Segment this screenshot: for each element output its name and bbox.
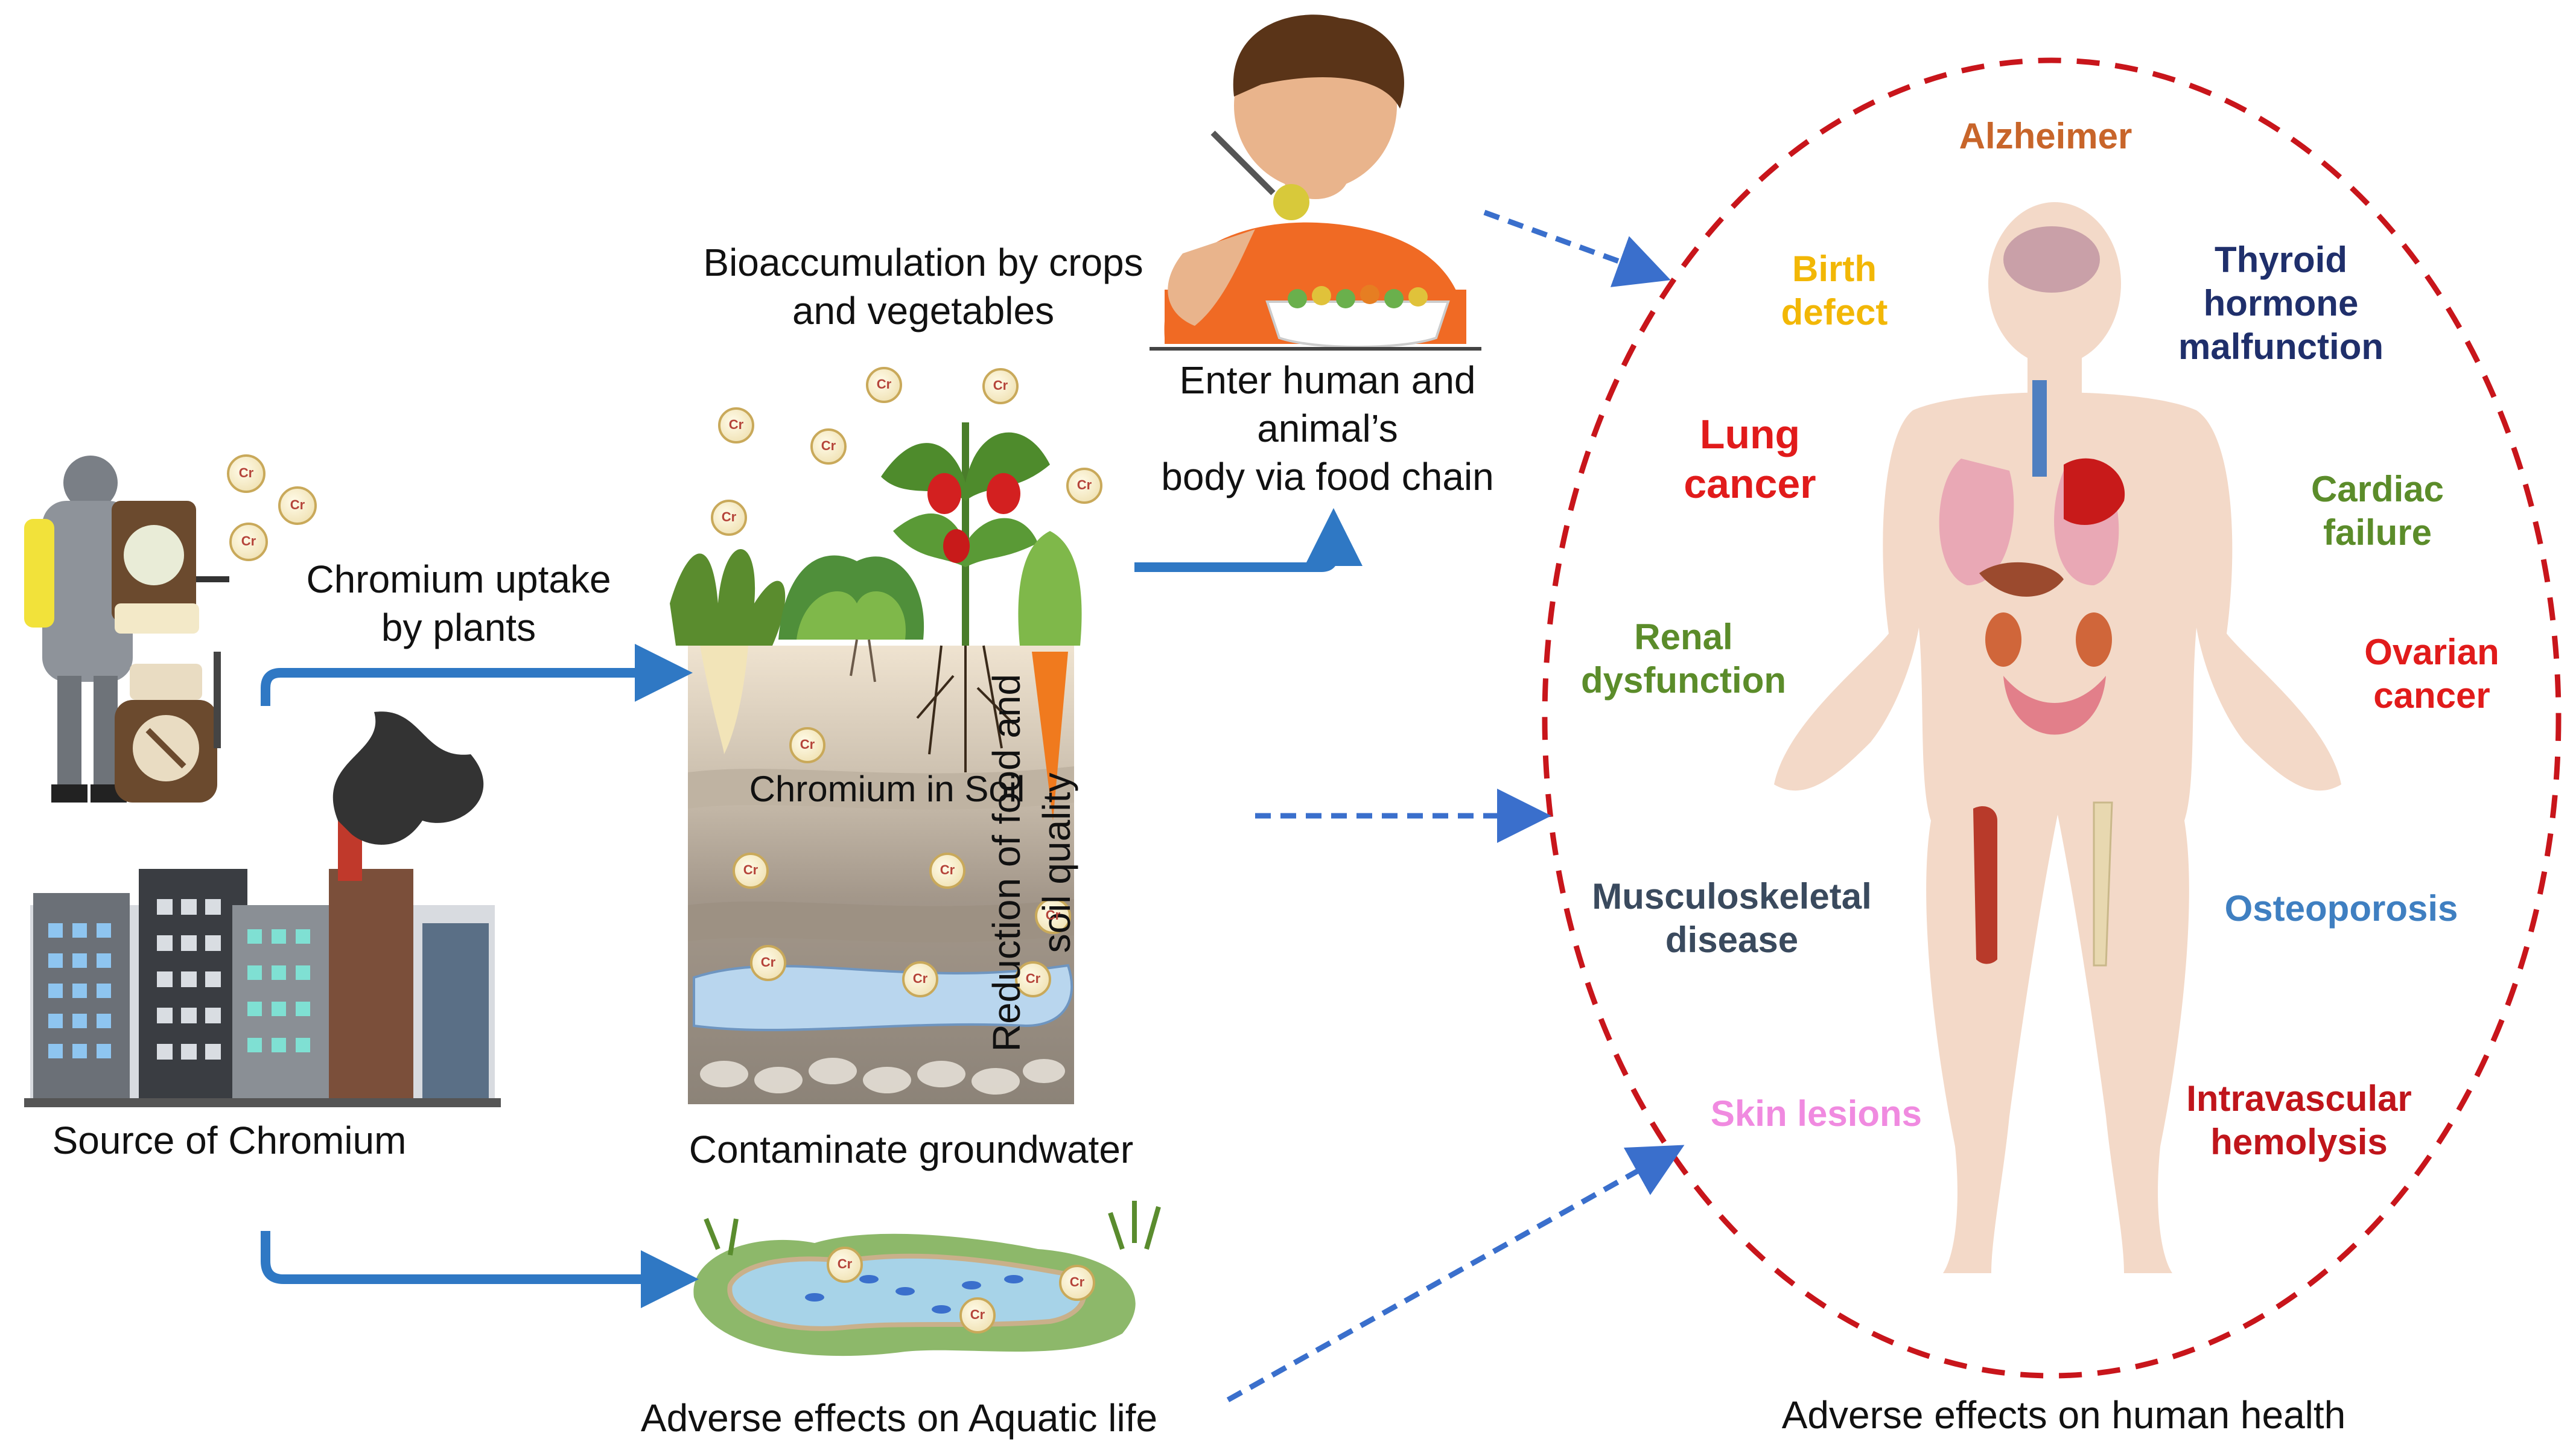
label-enter-body-line2: animal’s (1257, 407, 1398, 450)
disease-ovarian-line-1: Ovarian (2364, 632, 2499, 672)
cr-symbol-9: Cr (721, 509, 737, 524)
cr-symbol-12: Cr (940, 862, 955, 877)
label-reduction-quality: Reduction of food and soil quality (982, 628, 1082, 1098)
disease-cardiac-line-1: Cardiac (2310, 469, 2444, 509)
disease-thyroid-line-2: hormone (2203, 283, 2359, 323)
disease-lung-cancer-line-1: Lung (1699, 412, 1801, 457)
disease-musculoskeletal-line-1: Musculoskeletal (1592, 876, 1872, 917)
arrow-aquatic (261, 1231, 699, 1308)
arrow-food-chain (1134, 508, 1363, 572)
disease-birth-defect-line-1: Birth (1792, 249, 1877, 289)
cr-symbol-6: Cr (876, 377, 892, 392)
disease-hemolysis-line-1: Intravascular (2186, 1078, 2412, 1119)
arrow-uptake (261, 644, 693, 706)
cr-symbol-2: Cr (290, 497, 305, 512)
disease-ovarian-line-2: cancer (2373, 675, 2490, 716)
label-reduction-line2: soil quality (1035, 772, 1078, 953)
farmer-spraying-icon (24, 456, 229, 803)
disease-musculoskeletal-line-2: disease (1665, 920, 1799, 960)
cr-symbol-3: Cr (241, 533, 256, 548)
label-source-chromium: Source of Chromium (52, 1119, 407, 1162)
label-chromium-uptake-line2: by plants (381, 606, 536, 649)
label-human-health: Adverse effects on human health (1781, 1393, 2346, 1437)
label-chromium-uptake-line1: Chromium uptake (306, 558, 611, 601)
industry-city-icon (24, 711, 501, 1107)
solid-arrows (261, 508, 1363, 1308)
cr-symbol-5: Cr (821, 438, 836, 453)
cr-symbol-14: Cr (760, 955, 776, 970)
cr-symbol-18: Cr (1069, 1274, 1085, 1289)
label-chromium-uptake: Chromium uptake by plants (266, 555, 652, 652)
dashed-arrows (1226, 209, 1685, 1402)
disease-skin-lesions: Skin lesions (1690, 1092, 1943, 1136)
crops-plants-icon (670, 422, 1082, 821)
man-eating-icon (1150, 14, 1481, 351)
cr-symbol-13: Cr (1045, 908, 1061, 923)
cr-particles-air (227, 454, 317, 561)
disease-alzheimer: Alzheimer (1913, 115, 2178, 158)
label-enter-body: Enter human and animal’s body via food c… (1134, 356, 1521, 501)
cr-symbol-4: Cr (728, 417, 744, 432)
disease-osteoporosis: Osteoporosis (2209, 887, 2474, 930)
pond-aquatic-icon (693, 1201, 1161, 1356)
dashed-arrow-food (1483, 209, 1671, 287)
disease-renal-line-2: dysfunction (1581, 660, 1786, 701)
disease-thyroid-line-3: malfunction (2178, 326, 2384, 367)
label-bioaccumulation-line1: Bioaccumulation by crops (703, 241, 1143, 284)
human-body-icon (1774, 202, 2341, 1273)
disease-skin-lesions-line-1: Skin lesions (1710, 1093, 1922, 1134)
cr-symbol-8: Cr (1077, 477, 1092, 492)
label-groundwater: Contaminate groundwater (689, 1128, 1134, 1171)
cr-symbol-7: Cr (993, 378, 1008, 393)
dashed-arrow-aquatic (1226, 1145, 1685, 1402)
label-reduction-line1: Reduction of food and (984, 673, 1028, 1052)
cr-symbol-15: Cr (912, 971, 928, 986)
cr-symbol-1: Cr (238, 465, 254, 480)
cr-particles-soil (711, 367, 1102, 997)
health-effects-ellipse (1542, 57, 2562, 1379)
cr-symbol-10: Cr (800, 737, 815, 752)
disease-hemolysis-line-2: hemolysis (2210, 1122, 2388, 1162)
label-aquatic: Adverse effects on Aquatic life (640, 1396, 1158, 1440)
cr-symbol-19: Cr (970, 1307, 985, 1322)
disease-renal-line-1: Renal (1634, 617, 1733, 657)
label-bioaccumulation: Bioaccumulation by crops and vegetables (664, 238, 1183, 335)
label-bioaccumulation-line2: and vegetables (792, 289, 1055, 332)
disease-thyroid-line-1: Thyroid (2215, 240, 2347, 280)
label-enter-body-line1: Enter human and (1179, 358, 1476, 402)
disease-osteoporosis-line-1: Osteoporosis (2224, 888, 2458, 929)
label-chromium-in-soil: Chromium in Soil (749, 769, 1025, 809)
label-enter-body-line3: body via food chain (1161, 455, 1494, 498)
cr-symbol-11: Cr (743, 862, 758, 877)
disease-alzheimer-line-1: Alzheimer (1959, 116, 2132, 156)
disease-cardiac-line-2: failure (2323, 512, 2432, 553)
cr-symbol-17: Cr (837, 1256, 853, 1271)
disease-lung-cancer-line-2: cancer (1684, 460, 1816, 507)
disease-birth-defect-line-2: defect (1781, 292, 1888, 332)
cr-symbol-16: Cr (1025, 971, 1041, 986)
